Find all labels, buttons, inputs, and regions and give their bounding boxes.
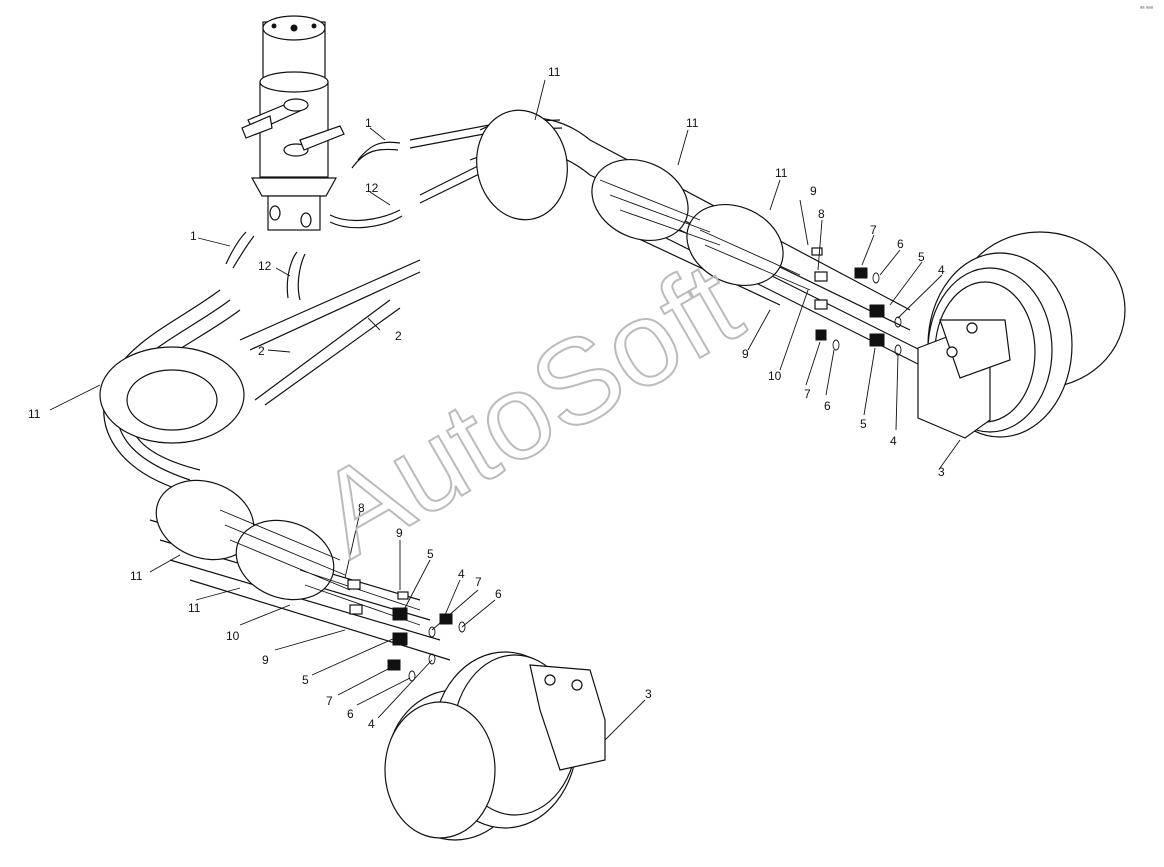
callout-labels: 1 1 2 2 3 3 4 4 4 4 5 5 5 5 6 6 6 6 7 7 … [28,65,945,731]
callout-label: 7 [870,223,877,237]
callout-label: 11 [775,166,788,180]
callout-label: 6 [347,707,354,721]
callout-label: 5 [302,673,309,687]
callout-label: 7 [475,575,482,589]
callout-label: 1 [365,116,372,130]
callout-label: 11 [130,569,143,583]
callout-label: 8 [818,207,825,221]
callout-label: 11 [548,65,561,79]
callout-label: 11 [188,601,201,615]
callout-label: 6 [824,399,831,413]
callout-label: 1 [190,229,197,243]
leader-lines [49,79,961,741]
callout-label: 2 [258,344,265,358]
callout-label: 10 [768,369,782,383]
callout-label: 9 [262,653,269,667]
callout-label: 4 [890,434,897,448]
callout-label: 9 [742,347,749,361]
corner-mark: ᵃᵃ ᵃᵃᵃ [1140,6,1154,12]
callout-label: 9 [396,526,403,540]
fittings-left [347,579,466,682]
travel-motor-left [384,651,606,841]
callout-label: 8 [358,501,365,515]
callout-label: 11 [28,407,41,421]
callout-label: 10 [226,629,240,643]
watermark: AutoSoft [296,236,762,582]
callout-label: 9 [810,184,817,198]
travel-motor-right [917,231,1126,439]
callout-label: 12 [365,181,379,195]
callout-label: 4 [458,567,465,581]
callout-label: 4 [368,717,375,731]
callout-label: 6 [495,587,502,601]
hose-bundle-left [99,259,421,491]
callout-label: 12 [258,259,272,273]
callout-label: 3 [938,465,945,479]
callout-label: 5 [860,417,867,431]
swivel-joint [241,15,345,231]
callout-label: 2 [395,329,402,343]
hose-bundle-lower [149,479,451,661]
callout-label: 7 [326,694,333,708]
callout-label: 3 [645,687,652,701]
fittings-right [811,247,902,356]
callout-label: 6 [897,237,904,251]
callout-label: 7 [804,387,811,401]
callout-label: 5 [918,250,925,264]
callout-label: 4 [938,263,945,277]
callout-label: 5 [427,547,434,561]
callout-label: 11 [686,116,699,130]
